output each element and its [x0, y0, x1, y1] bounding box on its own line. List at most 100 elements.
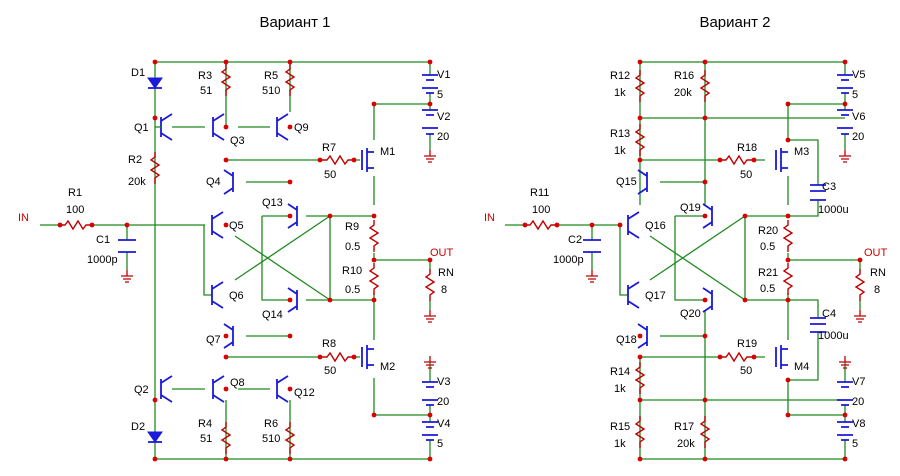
junction-dot — [702, 456, 708, 462]
junction-dot — [223, 456, 229, 462]
mosfet-m4 — [775, 345, 788, 369]
value-r20: 0.5 — [760, 241, 775, 253]
junction-dot — [742, 297, 748, 303]
junction-dot — [785, 213, 791, 219]
junction-dot — [702, 213, 708, 219]
label-q19: Q19 — [680, 202, 701, 214]
label-q20: Q20 — [680, 308, 701, 320]
junction-dot — [717, 157, 723, 163]
label-r20: R20 — [758, 225, 778, 237]
ground-c2 — [585, 269, 599, 283]
transistor-q20 — [702, 287, 713, 313]
diode-d2 — [147, 431, 163, 443]
label-r21: R21 — [758, 267, 778, 279]
resistor-r7 — [321, 155, 355, 165]
label-q1: Q1 — [134, 122, 149, 134]
capacitor-c2 — [583, 239, 601, 253]
label-q17: Q17 — [645, 290, 666, 302]
label-q7: Q7 — [206, 334, 221, 346]
label-r9: R9 — [345, 221, 359, 233]
label-v6: V6 — [852, 111, 865, 123]
label-r4: R4 — [198, 418, 212, 430]
label-q15: Q15 — [616, 176, 637, 188]
resistor-rn-1 — [425, 268, 435, 302]
battery-v2 — [422, 109, 438, 135]
label-r10: R10 — [342, 265, 362, 277]
label-r13: R13 — [610, 128, 630, 140]
resistor-r6 — [285, 421, 295, 455]
junction-dot — [589, 222, 595, 228]
label-r8: R8 — [322, 338, 336, 350]
value-r8: 50 — [324, 365, 336, 377]
junction-dot — [223, 124, 229, 130]
label-m3: M3 — [794, 146, 809, 158]
label-q2: Q2 — [134, 384, 149, 396]
label-r14: R14 — [610, 366, 630, 378]
resistor-r15 — [635, 415, 645, 449]
label-d2: D2 — [131, 421, 145, 433]
junction-dot — [637, 59, 643, 65]
transistor-q2 — [160, 375, 173, 403]
resistor-r11 — [524, 220, 558, 230]
value-v4: 5 — [437, 438, 443, 450]
label-q8: Q8 — [230, 377, 245, 389]
junction-dot — [223, 386, 229, 392]
battery-v5 — [837, 74, 853, 94]
label-v2: V2 — [437, 111, 450, 123]
value-rn-2: 8 — [874, 284, 880, 296]
junction-dot — [327, 297, 333, 303]
capacitor-c1 — [118, 239, 136, 253]
resistor-r10 — [369, 262, 379, 296]
label-q4: Q4 — [206, 176, 221, 188]
junction-dot — [351, 354, 357, 360]
label-q12: Q12 — [294, 387, 315, 399]
resistor-r3 — [221, 63, 231, 97]
label-c1: C1 — [96, 234, 110, 246]
junction-dot — [637, 333, 643, 339]
junction-dot — [702, 333, 708, 339]
junction-dot — [427, 456, 433, 462]
label-r5: R5 — [264, 70, 278, 82]
junction-dot — [637, 354, 643, 360]
junction-dot — [842, 456, 848, 462]
value-v3: 20 — [437, 396, 449, 408]
transistor-q6 — [211, 281, 224, 309]
value-v7: 20 — [852, 396, 864, 408]
junction-dot — [637, 157, 643, 163]
label-r7: R7 — [322, 142, 336, 154]
diode-d1 — [147, 77, 163, 89]
junction-dot — [842, 412, 848, 418]
transistor-q14 — [287, 287, 298, 313]
junction-dot — [751, 157, 757, 163]
resistor-r20 — [783, 219, 793, 253]
junction-dot — [427, 412, 433, 418]
junction-dot — [371, 213, 377, 219]
junction-dot — [287, 213, 293, 219]
resistor-rn-2 — [855, 268, 865, 302]
value-r1: 100 — [66, 204, 84, 216]
junction-dot — [371, 101, 377, 107]
label-r11: R11 — [530, 187, 549, 199]
capacitor-c4 — [810, 317, 826, 333]
label-c3: C3 — [822, 181, 836, 193]
junction-dot — [152, 397, 158, 403]
resistor-r5 — [285, 63, 295, 97]
junction-dot — [223, 157, 229, 163]
junction-dot — [702, 115, 708, 121]
junction-dot — [287, 386, 293, 392]
transistor-q16 — [627, 211, 640, 239]
transistor-q3 — [212, 113, 225, 141]
value-r10: 0.5 — [345, 284, 360, 296]
label-q3: Q3 — [230, 135, 245, 147]
resistor-r17 — [700, 415, 710, 449]
resistor-r13 — [635, 123, 645, 157]
junction-dot — [287, 456, 293, 462]
junction-dot — [427, 257, 433, 263]
transistor-q19 — [702, 203, 713, 229]
mosfet-m2 — [361, 345, 374, 369]
junction-dot — [717, 354, 723, 360]
junction-dot — [223, 333, 229, 339]
battery-v3 — [422, 381, 438, 406]
junction-dot — [702, 297, 708, 303]
label-q13: Q13 — [262, 197, 283, 209]
